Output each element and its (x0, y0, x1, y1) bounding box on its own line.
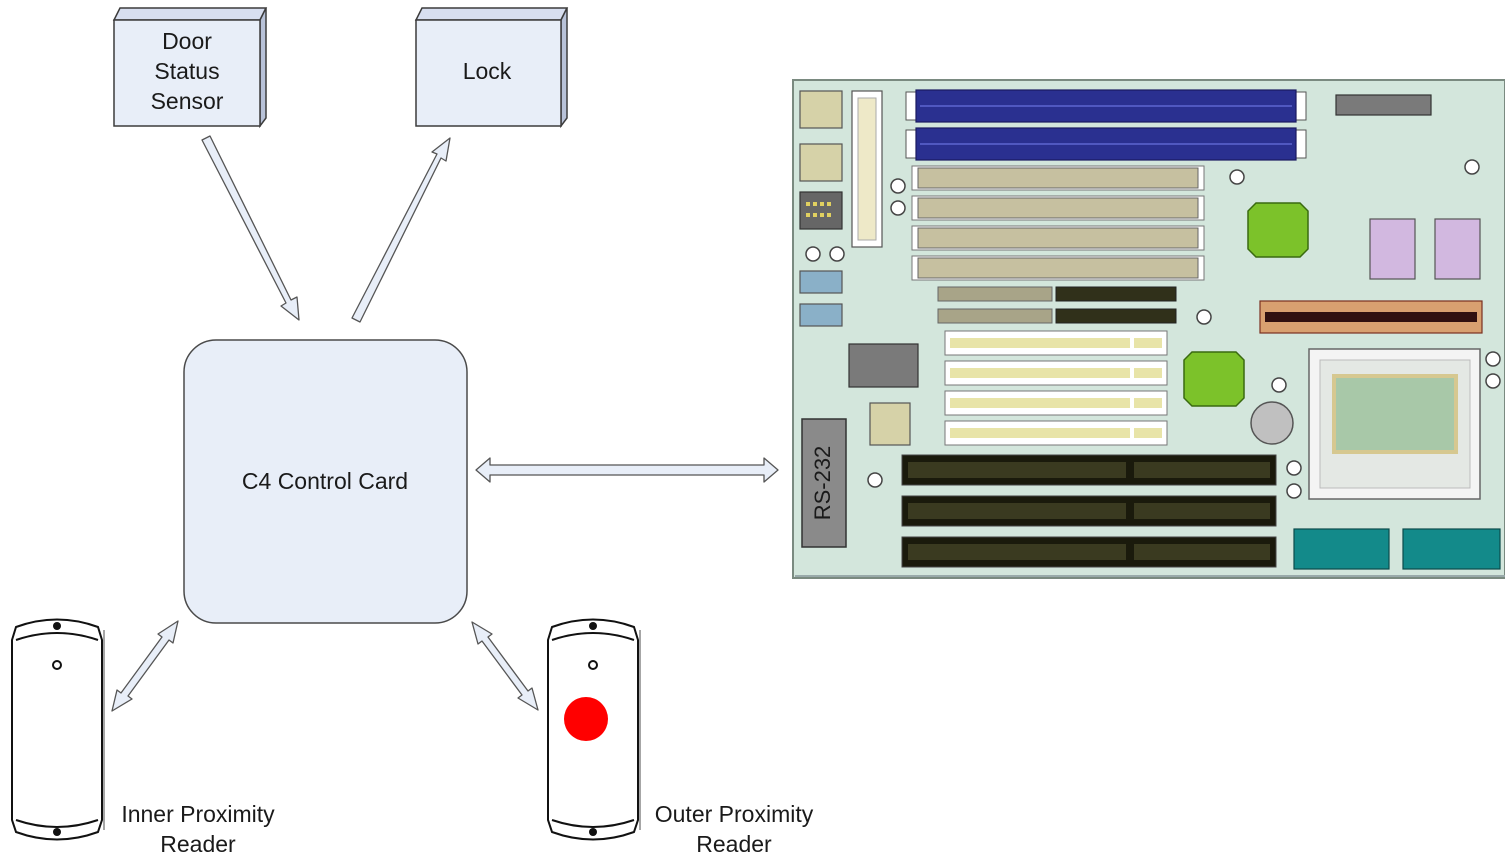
outer-reader-label-line1: Outer Proximity (655, 801, 814, 827)
c4-control-card-node: C4 Control Card (183, 339, 468, 624)
arrow-control-card-to-lock (351, 137, 451, 323)
motherboard-icon: RS-232 (792, 79, 1505, 579)
door-status-sensor-node: Door Status Sensor (112, 7, 268, 129)
inner-reader-label-line1: Inner Proximity (121, 801, 275, 827)
door-sensor-label-line3: Sensor (151, 88, 224, 114)
arrow-inner-reader-to-control-card (111, 620, 179, 712)
arrow-control-card-to-motherboard (475, 457, 779, 483)
outer-proximity-reader-icon (547, 618, 641, 841)
rs232-label: RS-232 (810, 446, 835, 521)
lock-label: Lock (463, 58, 512, 84)
reader-indicator-light (564, 697, 608, 741)
arrow-outer-reader-to-control-card (471, 621, 539, 711)
inner-proximity-reader-icon (11, 618, 105, 841)
outer-reader-label-line2: Reader (696, 831, 772, 857)
inner-reader-label-line2: Reader (160, 831, 236, 857)
rs232-port: RS-232 (801, 418, 847, 548)
lock-node: Lock (414, 7, 569, 129)
door-sensor-label-line2: Status (154, 58, 219, 84)
control-card-label: C4 Control Card (242, 468, 408, 494)
arrow-door-sensor-to-control-card (201, 135, 300, 321)
door-sensor-label-line1: Door (162, 28, 212, 54)
